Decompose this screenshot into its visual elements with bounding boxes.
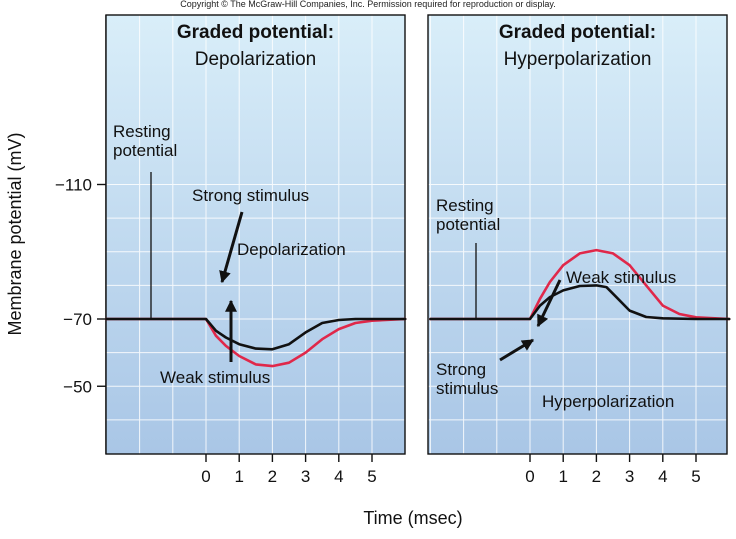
weak-stimulus-label: Weak stimulus — [160, 368, 270, 387]
x-tick-label: 5 — [367, 467, 376, 486]
series-line-weak-stimulus — [429, 284, 731, 321]
y-tick-label: −70 — [63, 310, 92, 329]
copyright-notice: Copyright © The McGraw-Hill Companies, I… — [180, 0, 556, 9]
x-tick-label: 0 — [525, 467, 534, 486]
series-line-weak-stimulus — [105, 317, 407, 351]
strong-stimulus-label: Strong stimulus — [192, 186, 309, 205]
y-tick-label: −110 — [55, 176, 92, 195]
x-tick-label: 4 — [334, 467, 343, 486]
series-line-strong-stimulus — [429, 248, 731, 321]
weak-stimulus-label: Weak stimulus — [566, 268, 676, 287]
x-tick-label: 2 — [268, 467, 277, 486]
panel-frame — [105, 14, 406, 455]
strong-stimulus-arrow — [499, 338, 535, 362]
strong-stimulus-arrow — [219, 211, 244, 284]
panel-title: Graded potential: — [177, 22, 334, 43]
y-axis-label: Membrane potential (mV) — [5, 132, 25, 335]
x-tick-label: 1 — [558, 467, 567, 486]
x-tick-label: 3 — [625, 467, 634, 486]
x-axis-label: Time (msec) — [363, 508, 462, 528]
weak-stimulus-arrow — [536, 279, 562, 328]
panel-background — [428, 15, 727, 454]
panel-subtitle: Depolarization — [195, 49, 316, 70]
x-tick-label: 4 — [658, 467, 667, 486]
panel-background — [106, 15, 405, 454]
panel-subtitle: Hyperpolarization — [504, 49, 652, 70]
hyperpolarization-label: Hyperpolarization — [542, 392, 674, 411]
depolarization-label: Depolarization — [237, 240, 346, 259]
x-tick-label: 3 — [301, 467, 310, 486]
series-line-strong-stimulus — [105, 317, 407, 368]
y-tick-label: −50 — [63, 377, 92, 396]
panel-title: Graded potential: — [499, 22, 656, 43]
x-tick-label: 1 — [234, 467, 243, 486]
x-tick-label: 5 — [691, 467, 700, 486]
x-tick-label: 2 — [592, 467, 601, 486]
x-tick-label: 0 — [201, 467, 210, 486]
panel-frame — [427, 14, 728, 455]
grid — [106, 15, 405, 454]
